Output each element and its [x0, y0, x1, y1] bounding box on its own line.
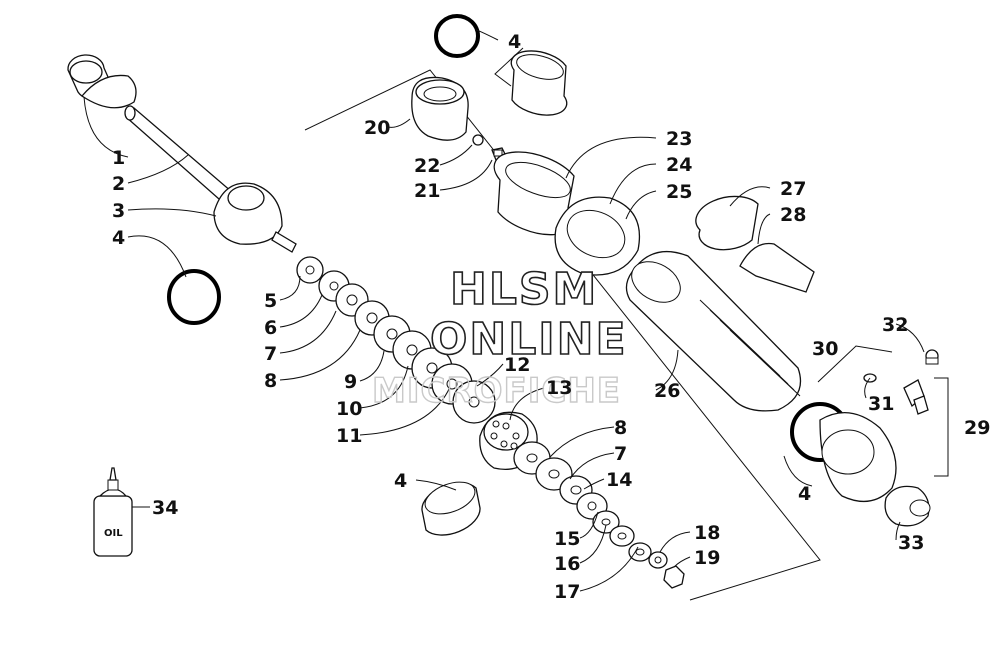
- callout-19: 19: [694, 547, 720, 569]
- watermark-line3: MICROFICHE: [372, 371, 621, 411]
- callout-29: 29: [964, 417, 990, 439]
- callout-14: 14: [606, 469, 632, 491]
- bushing-33: [884, 485, 931, 527]
- callout-numbers: 1 2 3 4 5 6 7 8 9 10 11 12 13 4 20 22 21…: [112, 31, 990, 603]
- callout-16: 16: [554, 553, 580, 575]
- leader-lines: [83, 29, 925, 592]
- shaft-eyelet: [67, 54, 137, 109]
- callout-11: 11: [336, 425, 362, 447]
- callout-4-top: 4: [508, 31, 521, 53]
- clip-27: [695, 195, 759, 251]
- label-28: [739, 242, 815, 293]
- o-ring-left: [167, 269, 221, 325]
- oil-bottle-label: OIL: [104, 528, 123, 539]
- kit-outline: [304, 69, 821, 601]
- valve-cap-32: [925, 349, 939, 365]
- callout-26: 26: [654, 380, 680, 402]
- seal-head: [411, 76, 469, 141]
- callout-30: 30: [812, 338, 838, 360]
- wear-band-top: [510, 50, 568, 116]
- shock-body: [625, 250, 802, 412]
- callout-4-right: 4: [798, 483, 811, 505]
- callout-17: 17: [554, 581, 580, 603]
- callout-13: 13: [546, 377, 572, 399]
- callout-23: 23: [666, 128, 692, 150]
- callout-31: 31: [868, 393, 894, 415]
- shaft-bearing-housing: [213, 182, 297, 253]
- callout-21: 21: [414, 180, 440, 202]
- callout-22: 22: [414, 155, 440, 177]
- callout-4: 4: [112, 227, 125, 249]
- washer-stack-lower: [513, 441, 685, 589]
- callout-8-lower: 8: [614, 417, 627, 439]
- callout-10: 10: [336, 398, 362, 420]
- callout-27: 27: [780, 178, 806, 200]
- callout-1: 1: [112, 147, 125, 169]
- wear-band-lower: [421, 481, 481, 536]
- bracket-29: [934, 377, 949, 477]
- snap-ring: [472, 134, 484, 146]
- callout-20: 20: [364, 117, 390, 139]
- bracket-30: [817, 345, 893, 383]
- oil-bottle: [93, 467, 133, 557]
- callout-4-lower: 4: [394, 470, 407, 492]
- callout-12: 12: [504, 354, 530, 376]
- o-ring-top: [434, 14, 480, 58]
- callout-24: 24: [666, 154, 692, 176]
- callout-2: 2: [112, 173, 125, 195]
- watermark-line1: HLSM: [450, 264, 598, 315]
- callout-3: 3: [112, 200, 125, 222]
- callout-28: 28: [780, 204, 806, 226]
- callout-7-lower: 7: [614, 443, 627, 465]
- reservoir-cap: [819, 412, 897, 503]
- callout-5: 5: [264, 290, 277, 312]
- callout-34: 34: [152, 497, 178, 519]
- washer-stack-upper: [296, 256, 496, 424]
- callout-6: 6: [264, 317, 277, 339]
- adjuster-ring: [554, 196, 641, 276]
- callout-7: 7: [264, 343, 277, 365]
- callout-9: 9: [344, 371, 357, 393]
- callout-25: 25: [666, 181, 692, 203]
- callout-8: 8: [264, 370, 277, 392]
- callout-18: 18: [694, 522, 720, 544]
- valve-assembly-29: [903, 379, 929, 415]
- callout-32: 32: [882, 314, 908, 336]
- body-cap: [493, 151, 575, 236]
- watermark-line2: ONLINE: [430, 314, 628, 365]
- callout-33: 33: [898, 532, 924, 554]
- callout-15: 15: [554, 528, 580, 550]
